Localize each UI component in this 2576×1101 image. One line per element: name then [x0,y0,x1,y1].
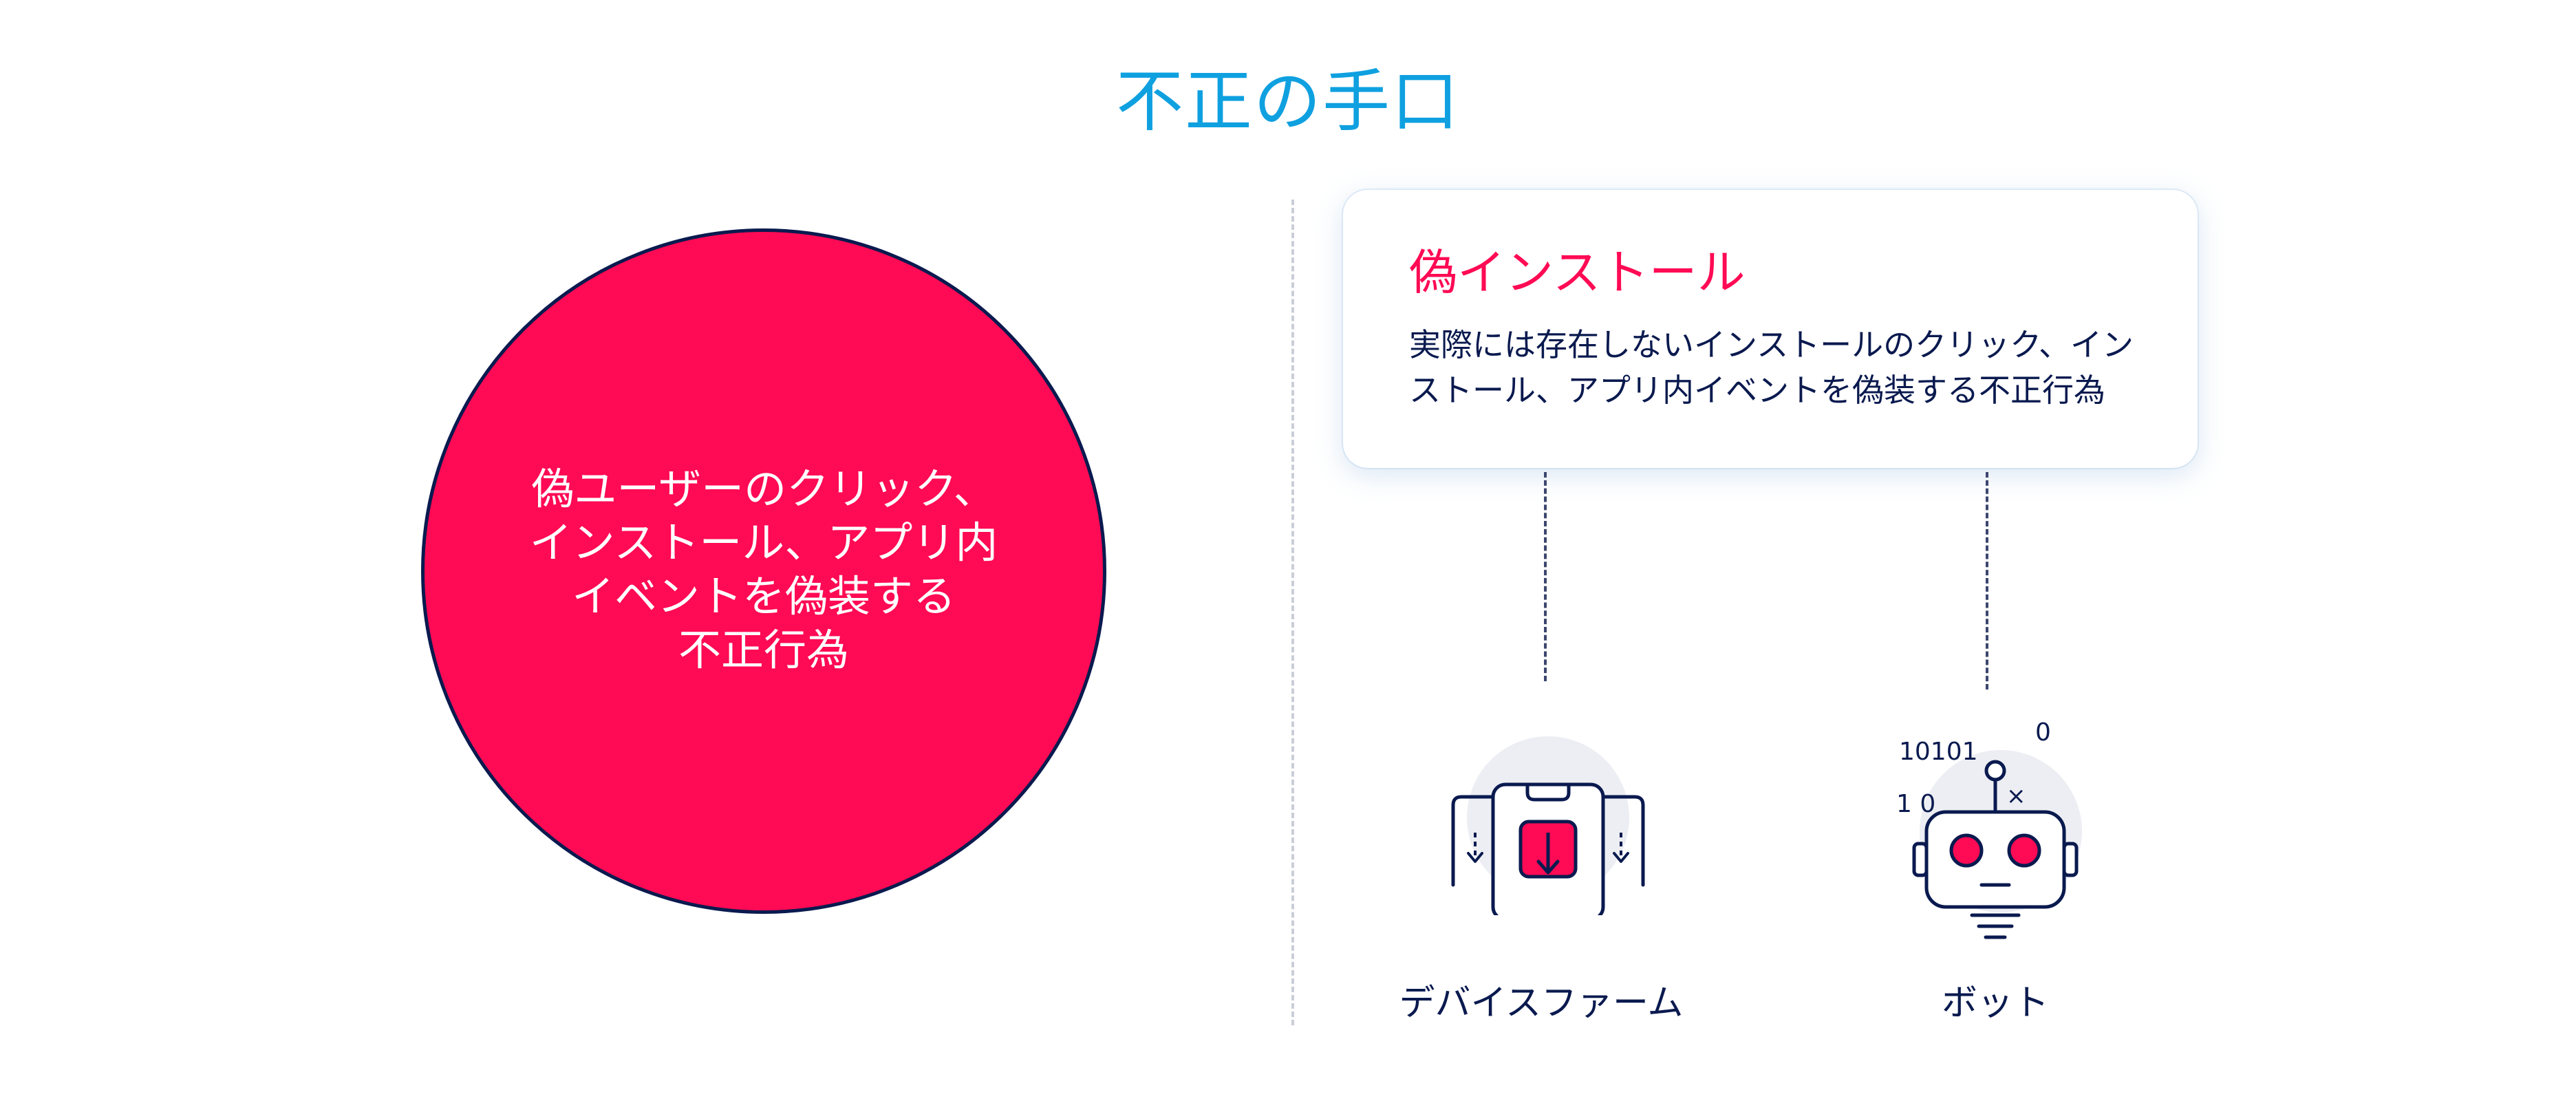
main-concept-circle [421,228,1106,914]
page-title: 不正の手口 [1115,63,1460,141]
binary-text-1: 10101 [1899,738,1978,766]
robot-bot-icon: 10101 0 1 0 × [1885,716,2105,950]
binary-text-3: 1 0 [1896,790,1935,818]
section-divider [1291,200,1294,1025]
bot-label: ボット [1941,983,2049,1024]
connector-line-bot [1986,472,1988,690]
connector-line-device-farm [1544,472,1547,681]
device-farm-icon [1445,736,1651,921]
binary-text-2: 0 [2035,718,2051,747]
card-description: 実際には存在しないインストールのクリック、イン ストール、アプリ内イベントを偽装… [1409,326,2134,409]
device-farm-label: デバイスファーム [1399,983,1684,1024]
info-card [1343,190,2198,468]
circle-text: 偽ユーザーのクリック、 インストール、アプリ内 イベントを偽装する 不正行為 [529,464,998,675]
card-title: 偽インストール [1409,244,1746,301]
binary-text-4: × [2006,782,2026,810]
